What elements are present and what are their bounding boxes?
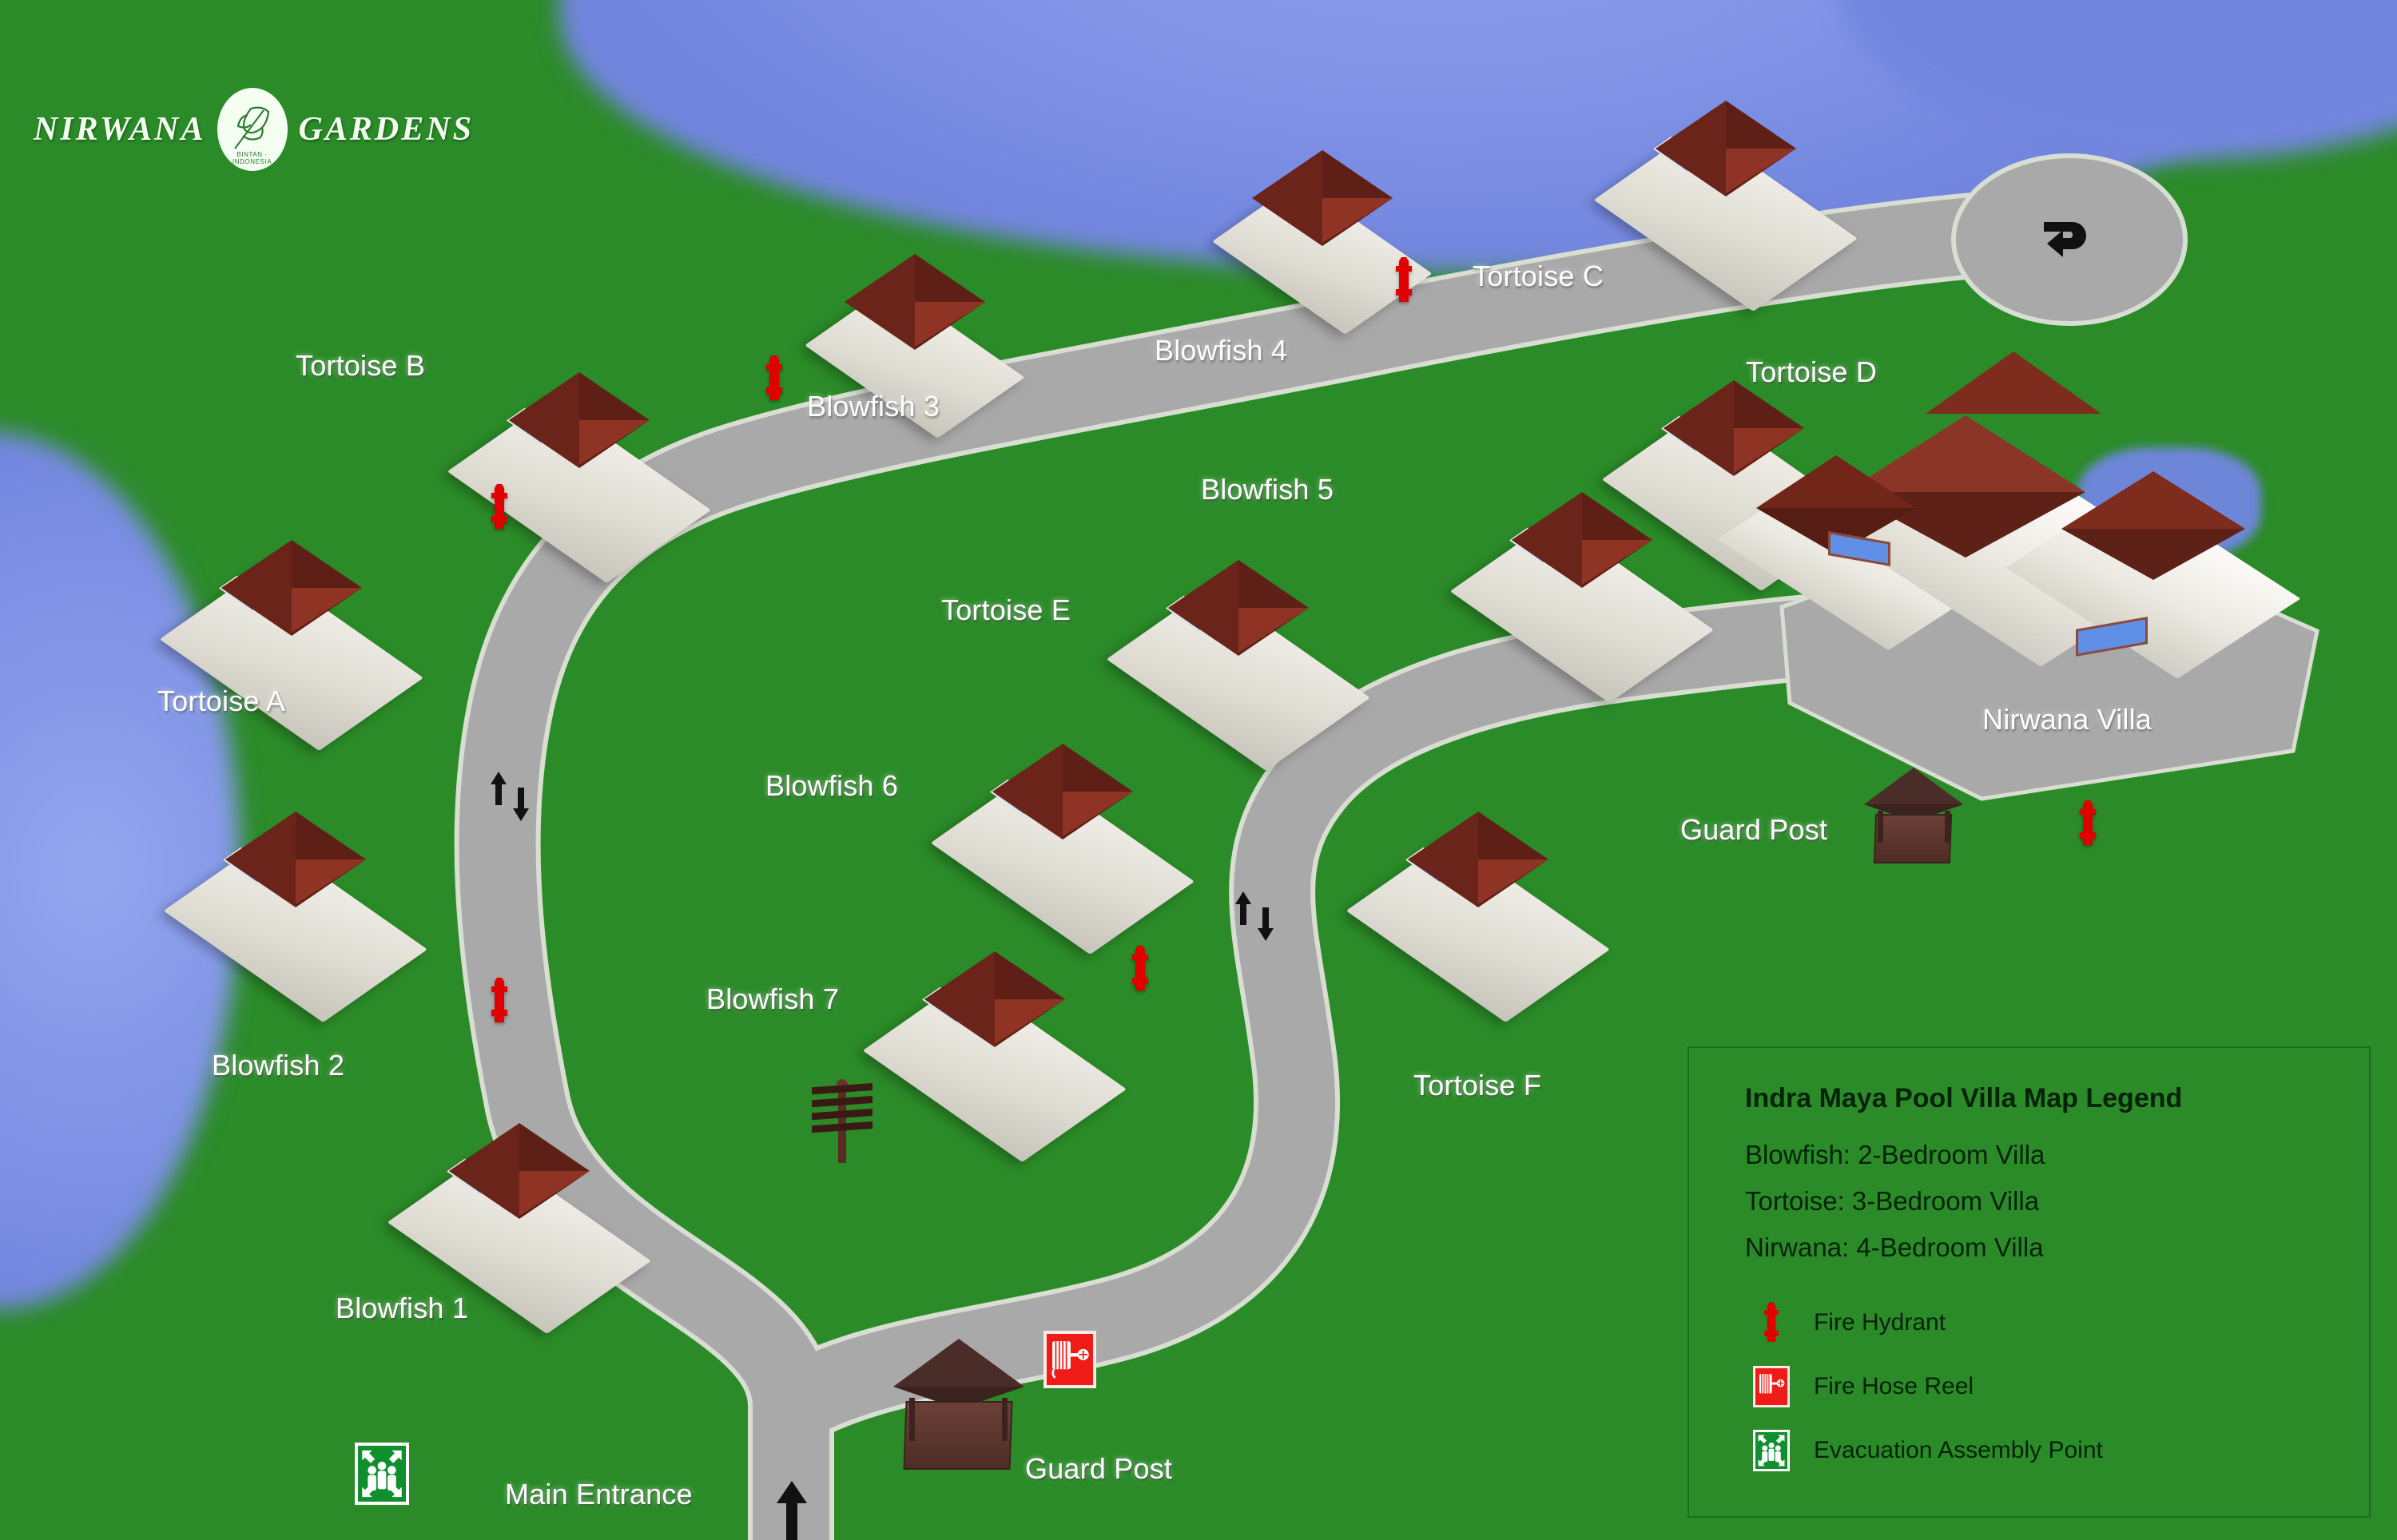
gazebo-post-right	[1945, 811, 1950, 843]
evacuation-assembly-point-icon	[1745, 1424, 1798, 1477]
fire-hydrant-icon[interactable]	[1390, 256, 1417, 305]
villa-blowfish-2[interactable]	[164, 799, 427, 1023]
villa-blowfish-1[interactable]	[388, 1110, 651, 1335]
gazebo-post-right	[1002, 1398, 1008, 1441]
villa-tortoise-b[interactable]	[447, 359, 711, 584]
villa-label-blowfish-1: Blowfish 1	[336, 1292, 469, 1324]
villa-label-nirwana: Nirwana Villa	[1982, 703, 2153, 736]
fire-hydrant-icon[interactable]	[486, 482, 513, 532]
two-way-traffic-arrows-icon	[486, 765, 537, 828]
legend-item-label: Fire Hydrant	[1814, 1309, 1946, 1336]
villa-label-blowfish-7: Blowfish 7	[706, 982, 840, 1015]
legend-line-nirwana: Nirwana: 4-Bedroom Villa	[1745, 1232, 2044, 1262]
two-way-traffic-arrows-icon	[1230, 885, 1282, 947]
legend-item-label: Fire Hose Reel	[1814, 1373, 1974, 1399]
villa-blowfish-3[interactable]	[805, 252, 1025, 439]
villa-label-blowfish-4: Blowfish 4	[1155, 334, 1288, 367]
villa-blowfish-6[interactable]	[931, 731, 1195, 955]
villa-label-tortoise-d: Tortoise D	[1746, 355, 1878, 388]
legend-title: Indra Maya Pool Villa Map Legend	[1745, 1083, 2183, 1113]
gazebo-post-left	[909, 1398, 915, 1441]
legend-item-label: Evacuation Assembly Point	[1814, 1437, 2103, 1463]
villa-label-blowfish-5: Blowfish 5	[1201, 473, 1334, 506]
gazebo-post-left	[1878, 811, 1883, 843]
villa-tortoise-c[interactable]	[1594, 88, 1858, 312]
legend-line-blowfish: Blowfish: 2-Bedroom Villa	[1745, 1140, 2045, 1169]
legend-item-evacuation-point: Evacuation Assembly Point	[1745, 1424, 2369, 1477]
nirwana-roof-north	[1926, 351, 2101, 414]
villa-blowfish-7[interactable]	[863, 939, 1127, 1163]
logo-emblem-subtext: BINTAN · INDONESIA	[232, 151, 272, 165]
villa-label-blowfish-6: Blowfish 6	[765, 769, 899, 802]
fire-hydrant-icon	[1745, 1296, 1798, 1349]
gazebo-body	[903, 1401, 1013, 1470]
fire-hydrant-icon[interactable]	[1127, 944, 1154, 994]
logo-word-right: GARDENS	[298, 111, 474, 148]
guard-post-label-entrance: Guard Post	[1025, 1452, 1173, 1485]
direction-signpost-icon	[804, 1077, 880, 1165]
map-legend: Indra Maya Pool Villa Map Legend Blowfis…	[1687, 1046, 2371, 1518]
guard-post-label-east: Guard Post	[1680, 813, 1828, 846]
gazebo-roof	[1864, 768, 1963, 804]
u-turn-arrow-icon	[2021, 208, 2087, 264]
villa-label-blowfish-3: Blowfish 3	[807, 390, 940, 423]
nirwana-roof-east-lower	[2061, 529, 2245, 580]
nirwana-roof-west	[1756, 455, 1916, 508]
villa-tortoise-a[interactable]	[160, 527, 423, 752]
villa-label-tortoise-c: Tortoise C	[1473, 260, 1604, 292]
legend-item-fire-hydrant: Fire Hydrant	[1745, 1296, 2369, 1349]
villa-tortoise-f[interactable]	[1346, 799, 1610, 1023]
gazebo-body	[1873, 814, 1953, 863]
main-entrance-arrow-icon	[773, 1479, 810, 1540]
villa-label-tortoise-a: Tortoise A	[157, 685, 286, 717]
villa-blowfish-5[interactable]	[1450, 479, 1714, 704]
legend-item-fire-hose-reel: Fire Hose Reel	[1745, 1360, 2369, 1413]
fire-hose-reel-icon	[1745, 1360, 1798, 1413]
legend-items: Fire Hydrant Fire Hose Reel	[1745, 1296, 2369, 1477]
evacuation-assembly-point-icon[interactable]	[355, 1443, 409, 1505]
villa-label-tortoise-b: Tortoise B	[296, 349, 426, 382]
guard-post-entrance[interactable]	[879, 1334, 1039, 1494]
fire-hydrant-icon[interactable]	[761, 354, 788, 403]
logo-word-left: NIRWANA	[34, 111, 206, 148]
main-entrance-label: Main Entrance	[505, 1478, 693, 1510]
leaf-emblem-icon: BINTAN · INDONESIA	[217, 88, 288, 171]
nirwana-roof-east	[2061, 471, 2245, 529]
fire-hose-reel-icon[interactable]	[1043, 1331, 1096, 1388]
villa-tortoise-e[interactable]	[1107, 547, 1370, 772]
gazebo-roof	[893, 1339, 1024, 1387]
fire-hydrant-icon[interactable]	[2074, 799, 2101, 848]
guard-post-east[interactable]	[1854, 763, 1974, 883]
legend-line-tortoise: Tortoise: 3-Bedroom Villa	[1745, 1186, 2040, 1216]
nirwana-gardens-logo: NIRWANA BINTAN · INDONESIA GARDENS	[34, 88, 474, 171]
fire-hydrant-icon[interactable]	[486, 976, 513, 1026]
villa-nirwana[interactable]	[1717, 351, 2301, 703]
villa-label-tortoise-f: Tortoise F	[1413, 1069, 1542, 1101]
villa-label-blowfish-2: Blowfish 2	[212, 1049, 345, 1082]
villa-blowfish-4[interactable]	[1212, 148, 1433, 335]
villa-label-tortoise-e: Tortoise E	[941, 593, 1071, 626]
